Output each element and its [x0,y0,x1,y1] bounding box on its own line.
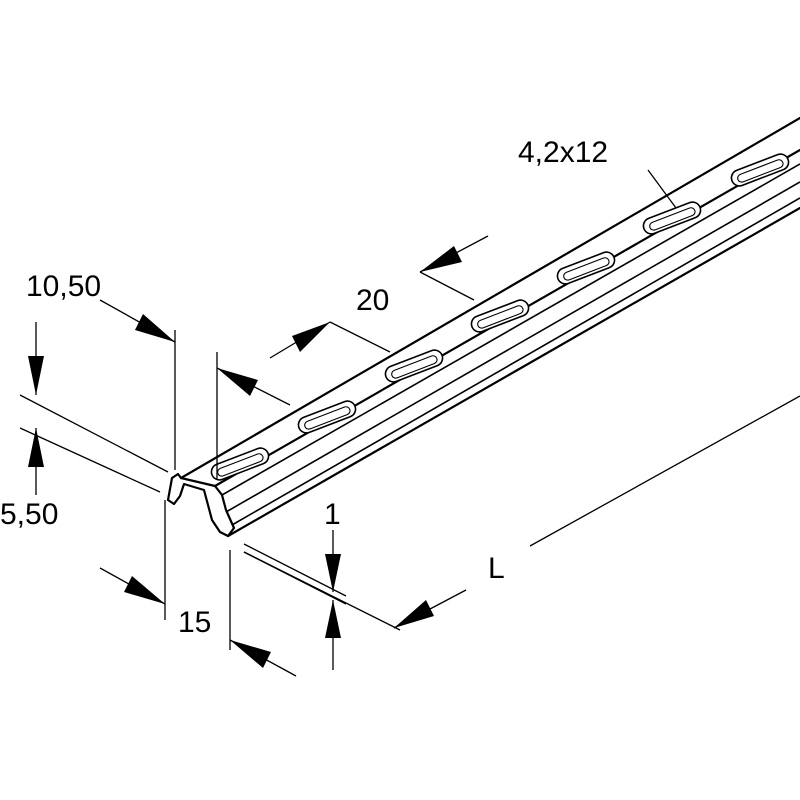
dim-label-height-outer: 10,50 [26,270,101,303]
slot [384,349,444,383]
dim-label-slot-pitch: 20 [356,284,389,317]
arrow-icon [394,600,434,628]
arrow-icon [230,640,271,668]
slot [556,251,616,285]
dim-thickness: 1 [243,498,347,670]
dim-height-outer: 10,50 [26,270,291,480]
dim-label-slot-size: 4,2x12 [518,136,608,169]
dim-length: L [243,395,800,631]
dim-label-height-inner: 5,50 [0,498,58,531]
dim-slot-pitch: 20 [269,235,489,359]
dim-slot-size: 4,2x12 [518,136,677,209]
arrow-icon [28,428,44,467]
dim-label-thickness: 1 [324,498,341,531]
arrow-icon [124,576,165,604]
rail-channel-line-2 [225,181,800,513]
rail-channel-line-1 [221,163,800,496]
rail-top-back-edge [179,116,800,480]
arrow-icon [292,322,330,352]
slot [297,400,357,434]
rail-end-profile [166,472,236,538]
dim-label-width: 15 [178,606,211,639]
arrow-icon [325,554,341,592]
slots [210,153,790,481]
slot [642,201,702,235]
slot [210,447,270,481]
slot [730,153,790,187]
arrow-icon [28,356,44,395]
dim-height-inner: 5,50 [0,322,169,531]
dim-label-length: L [488,552,505,585]
arrow-icon [325,600,341,638]
arrow-icon [135,314,175,342]
arrow-icon [217,368,258,396]
rail-bottom-edge [226,206,800,538]
rail-channel-line-3 [231,197,800,526]
arrow-icon [420,246,462,272]
dim-width: 15 [99,500,297,677]
slot [470,299,530,333]
